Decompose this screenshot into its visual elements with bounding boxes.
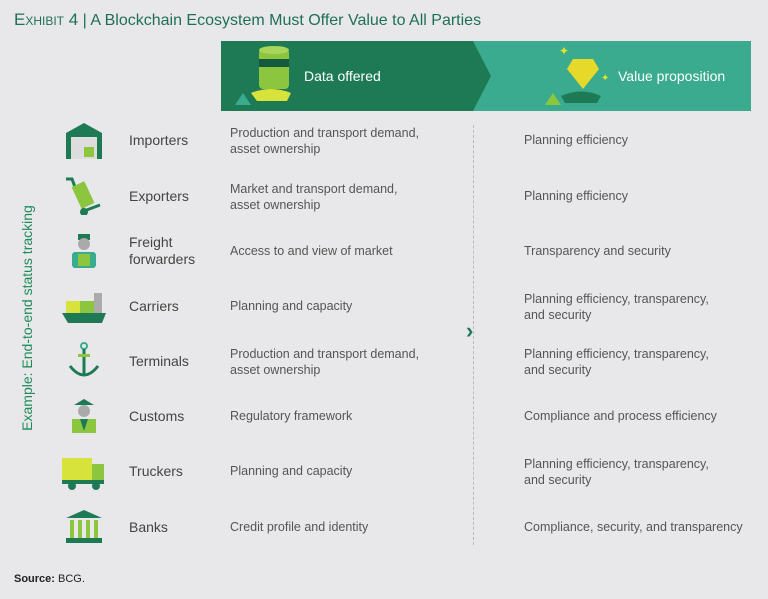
hand-truck-icon [66,177,101,215]
data-offered-cell: Access to and view of market [230,244,393,258]
value-proposition-cell: Planning efficiency [524,133,629,147]
data-offered-cell: Market and transport demand, asset owner… [230,182,398,212]
warehouse-icon [66,123,102,159]
value-proposition-cell: Transparency and security [524,244,671,258]
column-divider [473,125,474,545]
party-name: Terminals [129,353,189,369]
anchor-icon [68,342,100,377]
diamond-hand-icon: ✦✦ [545,44,609,105]
exhibit-number: Exhibit 4 [14,10,79,29]
row-truckers: Truckers Planning and capacity Planning … [0,446,768,496]
party-name: Banks [129,519,168,535]
party-name: Truckers [129,463,183,479]
row-terminals: Terminals Production and transport deman… [0,336,768,386]
data-offered-cell: Regulatory framework [230,409,353,423]
header-band: ✦✦ Data offered Value proposition [221,41,751,111]
title-separator: | [78,12,91,29]
data-offered-cell: Credit profile and identity [230,520,369,534]
row-exporters: Exporters Market and transport demand, a… [0,171,768,221]
chevron-right-icon: › [466,318,474,344]
svg-text:✦: ✦ [559,44,569,58]
customs-officer-icon [72,399,96,433]
data-offered-cell: Production and transport demand, asset o… [230,347,420,377]
row-banks: Banks Credit profile and identity Compli… [0,502,768,552]
value-proposition-cell: Compliance, security, and transparency [524,520,743,534]
party-name: Carriers [129,298,179,314]
freight-worker-icon [72,234,96,268]
value-proposition-cell: Compliance and process efficiency [524,409,717,423]
value-proposition-cell: Planning efficiency, transparency, and s… [524,457,709,487]
cargo-ship-icon [62,293,106,323]
source-note: Source: BCG. [14,573,85,585]
row-freight-forwarders: Freight forwarders Access to and view of… [0,226,768,276]
party-name: Exporters [129,188,189,204]
svg-text:✦: ✦ [601,73,609,84]
truck-icon [62,458,104,490]
party-name: Freight forwarders [129,234,196,267]
source-text: BCG. [54,573,85,585]
data-offered-cell: Planning and capacity [230,299,353,313]
header-background: ✦✦ [221,41,751,111]
row-customs: Customs Regulatory framework Compliance … [0,391,768,441]
party-name: Importers [129,132,189,148]
row-carriers: Carriers Planning and capacity Planning … [0,281,768,331]
data-offered-cell: Planning and capacity [230,464,353,478]
exhibit-title: Exhibit 4 | A Blockchain Ecosystem Must … [14,10,481,30]
bank-icon [66,510,102,543]
party-name: Customs [129,408,185,424]
database-hand-icon [235,46,291,105]
row-importers: Importers Production and transport deman… [0,115,768,165]
title-text: A Blockchain Ecosystem Must Offer Value … [90,12,482,29]
data-offered-heading: Data offered [304,68,381,84]
value-proposition-cell: Planning efficiency, transparency, and s… [524,292,709,322]
value-proposition-cell: Planning efficiency [524,189,629,203]
value-proposition-heading: Value proposition [618,68,726,84]
data-offered-cell: Production and transport demand, asset o… [230,126,420,156]
source-label: Source: [14,573,55,585]
value-proposition-cell: Planning efficiency, transparency, and s… [524,347,709,377]
